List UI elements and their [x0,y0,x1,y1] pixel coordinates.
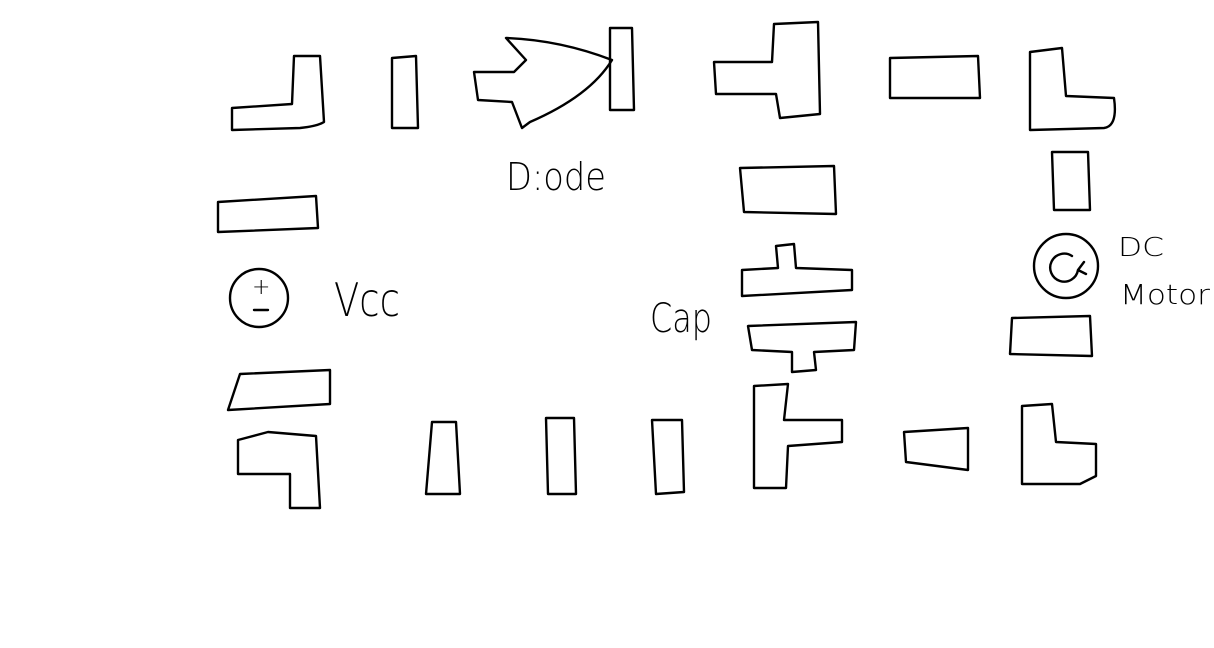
wire-segment-bottom-1 [424,420,462,496]
wire-segment-left-1 [216,194,320,234]
wire-tee-bottom [752,382,844,490]
wire-segment-mid-1 [738,164,838,216]
motor-label-line2: Motor [1120,278,1211,311]
capacitor-plate-bottom [746,320,858,374]
diode-bar [608,26,636,112]
motor-rotation-icon [1049,252,1088,283]
wire-segment-right-1 [1050,150,1092,212]
wire-segment-top-3 [888,54,982,100]
wire-corner-bottom-right [1020,402,1098,486]
vcc-source-circle [228,267,290,329]
diode-label: D:ode [506,155,606,199]
wire-segment-top-1 [390,54,420,130]
wire-tee-top [712,20,822,120]
wire-corner-bottom-left [236,430,322,510]
vcc-label: Vcc [334,273,400,327]
motor-label-line1: DC [1118,233,1164,263]
wire-segment-left-2 [226,368,332,412]
cap-label: Cap [650,296,712,342]
motor-circle [1032,232,1100,300]
wire-segment-top-2 [472,36,614,130]
wire-corner-top-right [1028,46,1117,132]
wire-corner-top-left [230,54,326,132]
wire-segment-bottom-3 [650,418,686,496]
wire-segment-bottom-4 [902,426,970,472]
wire-segment-right-2 [1008,314,1094,358]
capacitor-plate-top [740,242,854,298]
wire-segment-bottom-2 [544,416,578,496]
vcc-plus-icon: + [252,275,270,300]
